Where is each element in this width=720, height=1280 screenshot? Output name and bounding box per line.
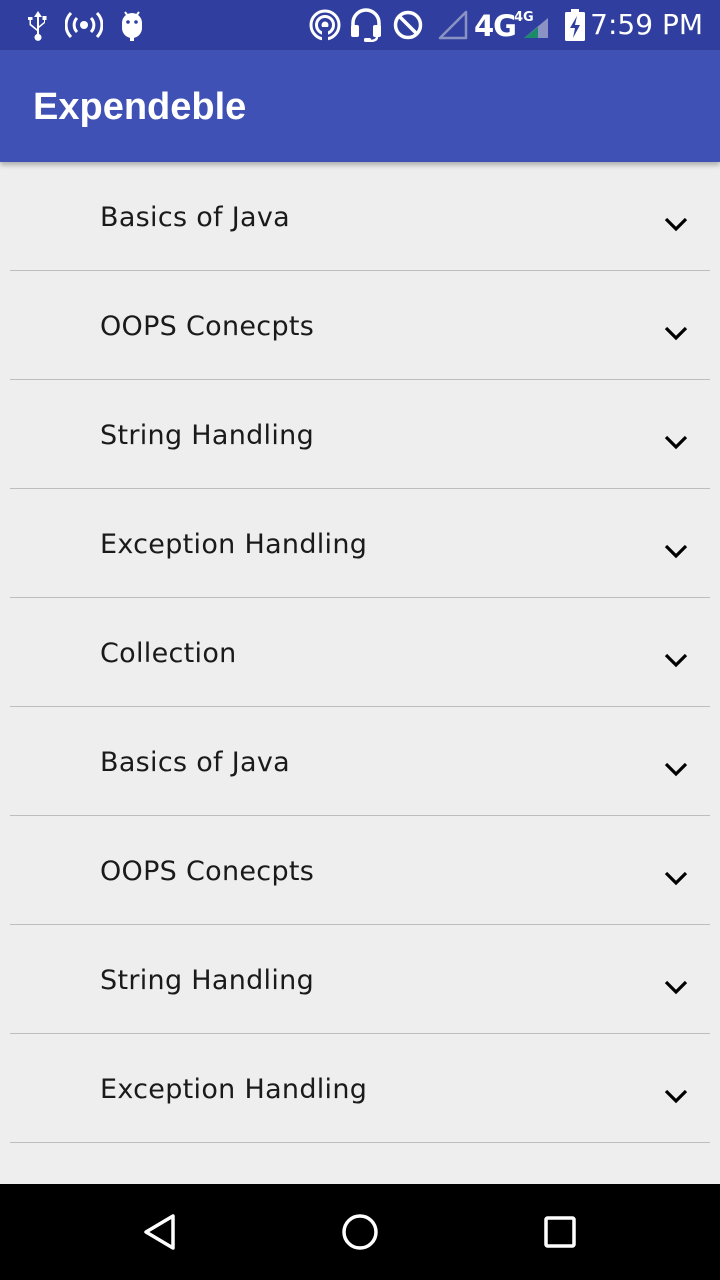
list-item-label: OOPS Conecpts [100,311,315,342]
list-item-label: String Handling [100,965,315,996]
signal-icon [519,0,551,50]
usb-icon [24,0,52,50]
chevron-down-icon[interactable] [662,759,690,779]
chevron-down-icon[interactable] [662,868,690,888]
list-item[interactable]: Basics of Java [0,162,720,271]
divider [10,706,710,707]
list-item[interactable]: Exception Handling [0,489,720,598]
status-bar: 4G 4G 7:59 PM [0,0,720,50]
list-item[interactable]: String Handling [0,925,720,1034]
chevron-down-icon[interactable] [662,323,690,343]
list-item[interactable]: Basics of Java [0,707,720,816]
list-item[interactable]: String Handling [0,380,720,489]
list-item[interactable]: OOPS Conecpts [0,816,720,925]
cast-icon [309,0,341,50]
home-button[interactable] [336,1208,384,1256]
chevron-down-icon[interactable] [662,1086,690,1106]
recents-button[interactable] [536,1208,584,1256]
back-button[interactable] [136,1208,184,1256]
divider [10,379,710,380]
divider [10,1142,710,1143]
list-item[interactable]: OOPS Conecpts [0,271,720,380]
app-title: Expendeble [33,86,247,128]
expandable-list[interactable]: Basics of Java OOPS Conecpts String Hand… [0,162,720,1184]
list-item-label: OOPS Conecpts [100,856,315,887]
divider [10,815,710,816]
do-not-disturb-icon [391,0,425,50]
headset-icon [348,0,384,50]
chevron-down-icon[interactable] [662,650,690,670]
navigation-bar [0,1184,720,1280]
network-type-small-label: 4G [514,10,534,25]
list-item-label: Basics of Java [100,747,290,778]
chevron-down-icon[interactable] [662,977,690,997]
home-icon [342,1214,378,1250]
list-item-label: Collection [100,638,237,669]
android-debug-icon [117,0,147,50]
list-item[interactable]: Collection [0,598,720,707]
list-item-label: Exception Handling [100,529,368,560]
list-item-label: String Handling [100,420,315,451]
list-item-label: Exception Handling [100,1074,368,1105]
app-bar: Expendeble [0,50,720,162]
signal-empty-icon [437,0,469,50]
chevron-down-icon[interactable] [662,214,690,234]
network-type-label: 4G [474,9,517,43]
divider [10,488,710,489]
chevron-down-icon[interactable] [662,432,690,452]
list-item-label: Basics of Java [100,202,290,233]
back-icon [144,1214,175,1250]
chevron-down-icon[interactable] [662,541,690,561]
divider [10,270,710,271]
divider [10,1033,710,1034]
hotspot-icon [64,0,104,50]
divider [10,597,710,598]
recents-icon [544,1216,576,1248]
list-item[interactable]: Exception Handling [0,1034,720,1143]
battery-charging-icon [561,0,589,50]
divider [10,924,710,925]
status-time: 7:59 PM [590,8,703,41]
